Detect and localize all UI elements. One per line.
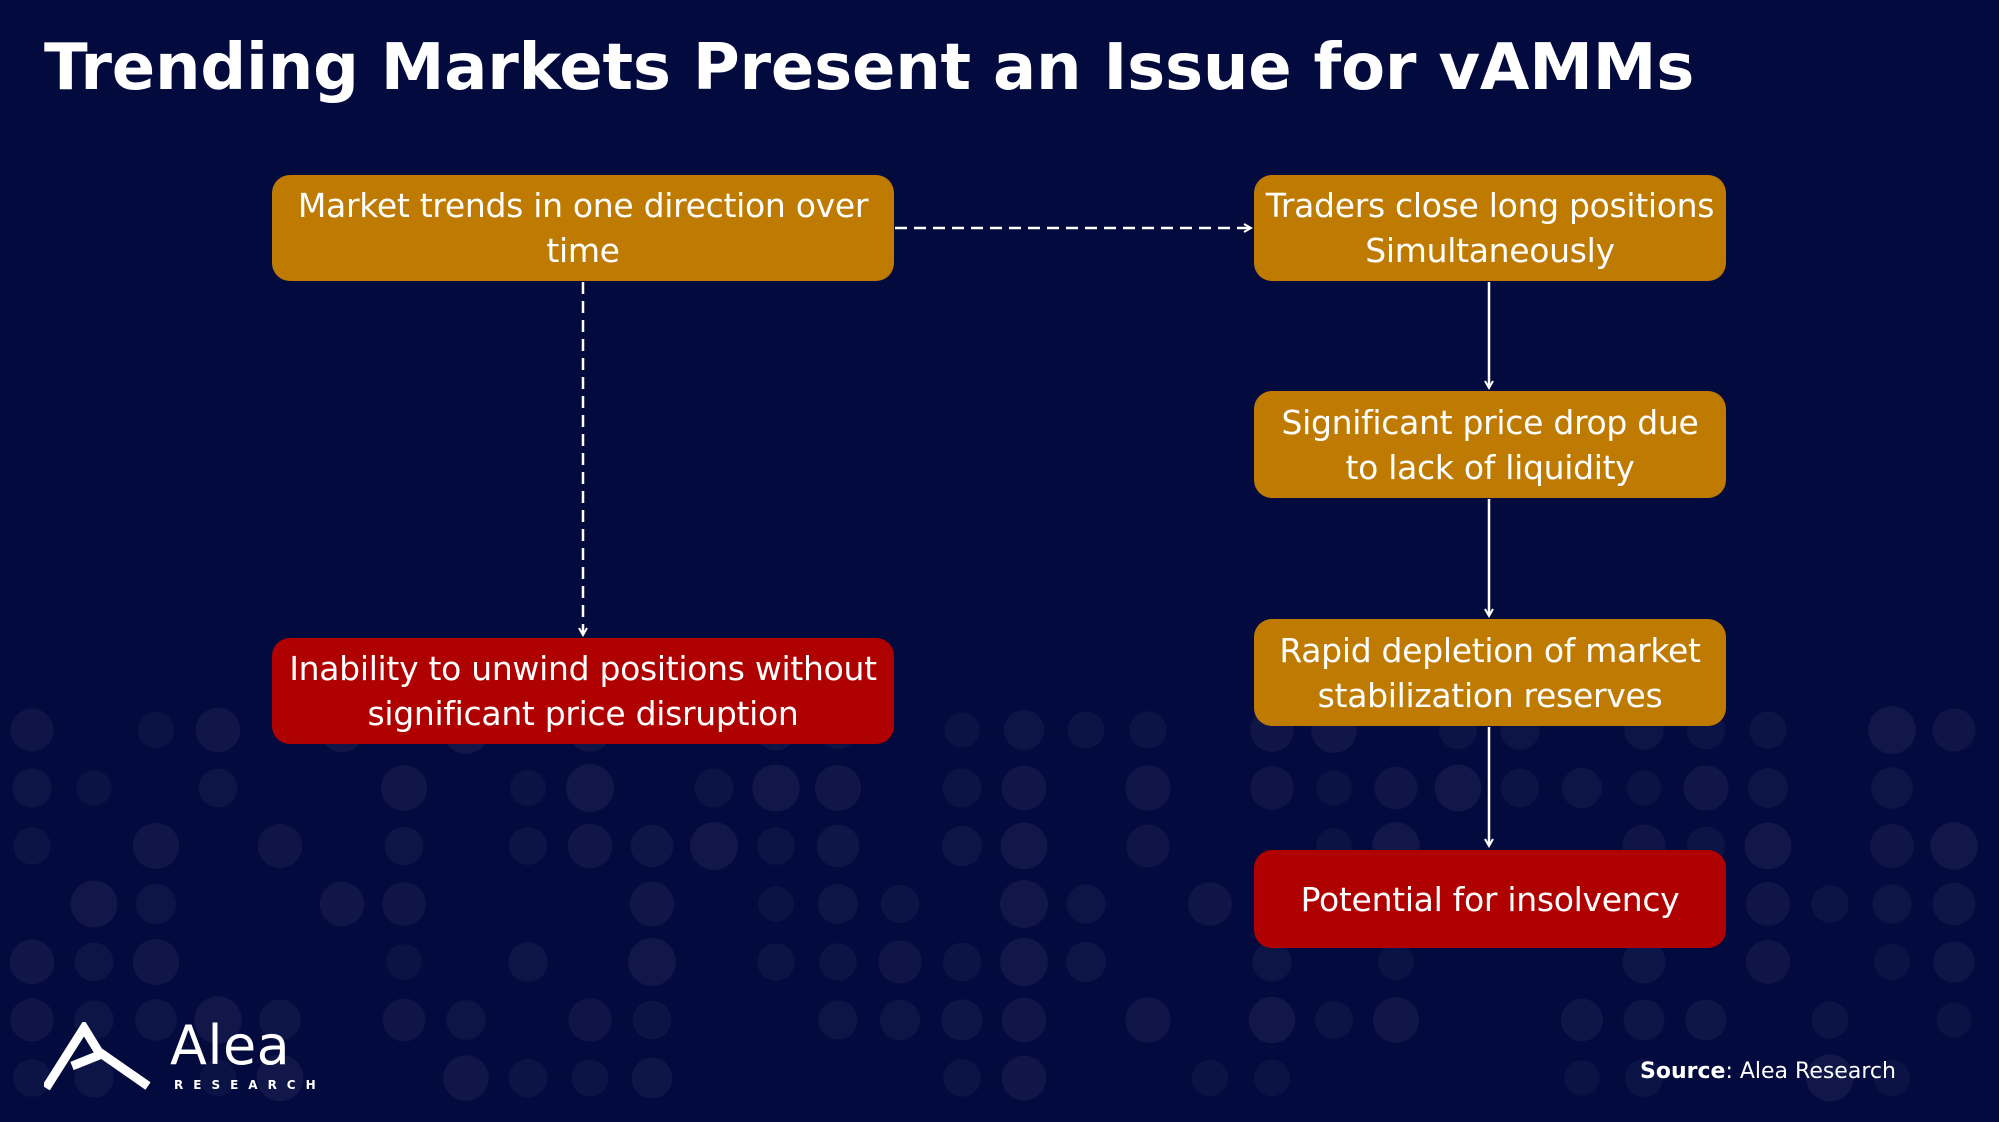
node-insolvency-label: Potential for insolvency xyxy=(1300,879,1680,919)
node-rapid-depletion-label: Rapid depletion of market stabilization … xyxy=(1279,630,1701,715)
node-price-drop-label: Significant price drop due to lack of li… xyxy=(1281,402,1699,487)
source-value: : Alea Research xyxy=(1725,1059,1896,1084)
node-inability-unwind-label: Inability to unwind positions without si… xyxy=(289,649,877,733)
alea-research-logo: Alea RESEARCH xyxy=(44,1014,316,1096)
node-market-trends-label: Market trends in one direction over time xyxy=(297,186,869,270)
source-credit: Source: Alea Research xyxy=(1640,1058,1896,1086)
alea-logo-mark-icon xyxy=(44,1022,151,1091)
node-insolvency: Potential for insolvency xyxy=(1254,850,1726,948)
node-market-trends: Market trends in one direction over time xyxy=(272,175,894,281)
node-inability-unwind: Inability to unwind positions without si… xyxy=(272,638,894,744)
logo-subtitle: RESEARCH xyxy=(174,1078,326,1092)
node-traders-close: Traders close long positions Simultaneou… xyxy=(1254,175,1726,281)
node-traders-close-label: Traders close long positions Simultaneou… xyxy=(1265,186,1715,270)
node-rapid-depletion: Rapid depletion of market stabilization … xyxy=(1254,619,1726,726)
page-title: Trending Markets Present an Issue for vA… xyxy=(44,31,1695,105)
logo-name: Alea xyxy=(170,1014,291,1077)
node-price-drop: Significant price drop due to lack of li… xyxy=(1254,391,1726,498)
source-label: Source xyxy=(1640,1059,1726,1084)
